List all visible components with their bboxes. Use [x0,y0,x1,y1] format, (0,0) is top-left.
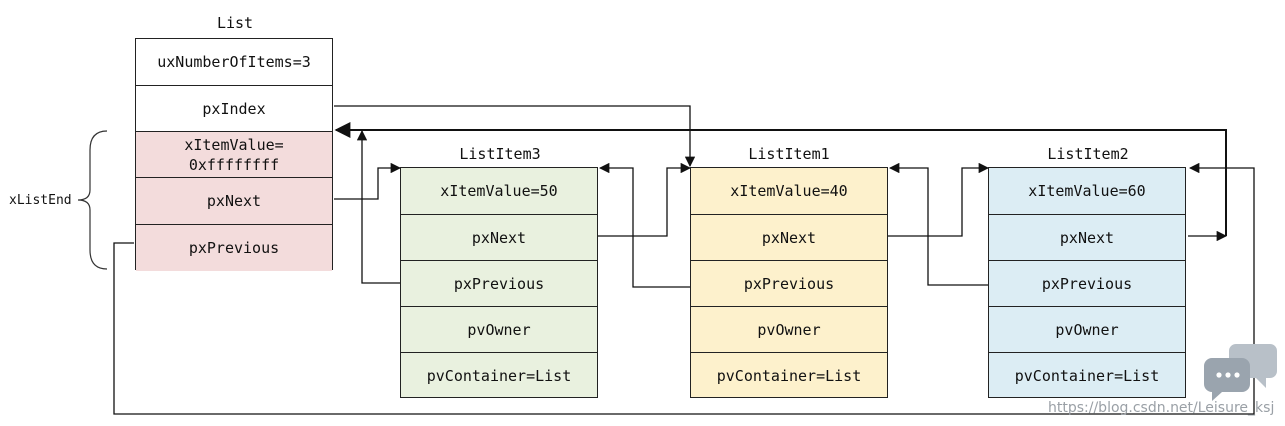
list-field-pxnext: pxNext [136,177,332,224]
listitem1-pvcontainer: pvContainer=List [691,352,887,399]
listitem1-title: ListItem1 [748,145,830,163]
list-field-pxindex: pxIndex [136,85,332,131]
listitem1-pvowner: pvOwner [691,306,887,352]
listitem2-pvowner: pvOwner [989,306,1185,352]
listitem3-itemvalue: xItemValue=50 [440,182,558,200]
xlistend-brace [77,130,108,270]
listitem3: xItemValue=50 pxNext pxPrevious pvOwner … [400,167,598,398]
listitem2-title: ListItem2 [1047,145,1129,163]
listitem2-pxprevious: pxPrevious [989,260,1185,306]
listitem1-pxnext: pxNext [691,214,887,260]
listitem2: xItemValue=60 pxNext pxPrevious pvOwner … [988,167,1186,398]
arrow-item3-prev [356,129,400,284]
listitem2-pvcontainer: pvContainer=List [989,352,1185,399]
listitem3-pvcontainer: pvContainer=List [401,352,597,399]
arrow-item2-prev [888,162,988,286]
list-title: List [216,14,254,32]
arrow-pxindex [334,105,696,168]
arrow-item2-next-return [334,122,1227,236]
arrow-item1-next [888,162,990,237]
listitem3-title: ListItem3 [459,145,541,163]
listitem3-pxprevious: pxPrevious [401,260,597,306]
list-field-itemvalue: xItemValue= 0xffffffff [136,131,332,177]
arrow-item1-prev [598,162,690,288]
arrow-list-prev [113,162,1255,415]
listitem1: xItemValue=40 pxNext pxPrevious pvOwner … [690,167,888,398]
listitem2-pxnext: pxNext [989,214,1185,260]
list-field-pxprevious: pxPrevious [136,224,332,271]
listitem3-pxnext: pxNext [401,214,597,260]
listitem3-pvowner: pvOwner [401,306,597,352]
list-struct: uxNumberOfItems=3 pxIndex xItemValue= 0x… [135,38,333,271]
xlistend-label: xListEnd [9,193,72,208]
listitem1-pxprevious: pxPrevious [691,260,887,306]
arrow-list-next [334,162,402,200]
list-field-count: uxNumberOfItems=3 [157,53,311,71]
listitem1-itemvalue: xItemValue=40 [730,182,848,200]
watermark: https://blog.csdn.net/Leisure_ksj [1048,400,1275,416]
listitem2-itemvalue: xItemValue=60 [1028,182,1146,200]
